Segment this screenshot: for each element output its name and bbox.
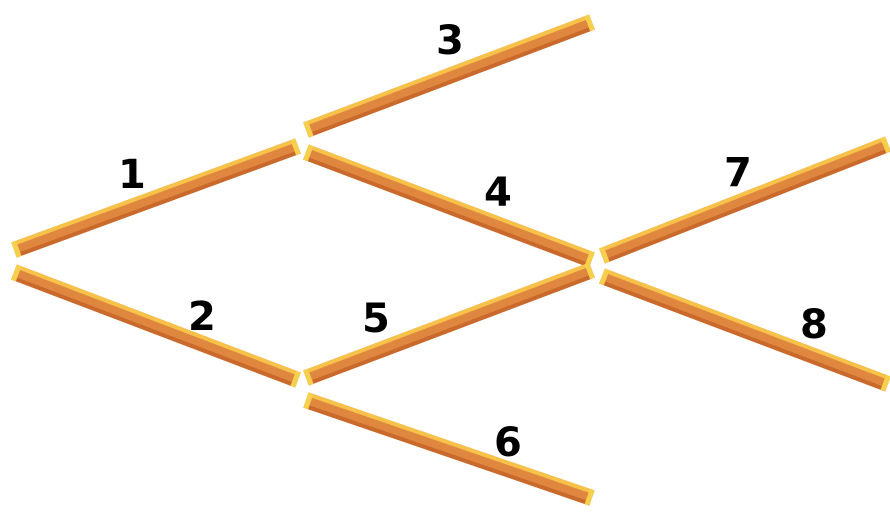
branch-stick-5 [303, 262, 595, 386]
branch-label-8: 8 [800, 302, 828, 348]
branch-labels: 1 2 3 4 5 6 7 8 [118, 18, 828, 466]
branch-label-1: 1 [118, 152, 146, 198]
branch-label-2: 2 [188, 294, 216, 340]
branch-sticks [11, 14, 890, 506]
branch-label-6: 6 [494, 420, 522, 466]
branch-stick-3 [303, 14, 595, 138]
branch-stick-8 [599, 268, 890, 392]
branch-label-7: 7 [724, 150, 752, 196]
branch-label-4: 4 [484, 170, 512, 216]
branch-stick-6 [303, 392, 595, 506]
branch-label-5: 5 [362, 296, 390, 342]
branch-stick-4 [303, 144, 595, 268]
branch-label-3: 3 [436, 18, 464, 64]
branch-stick-2 [11, 264, 301, 388]
branch-stick-1 [11, 138, 301, 258]
branch-stick-7 [599, 136, 890, 264]
